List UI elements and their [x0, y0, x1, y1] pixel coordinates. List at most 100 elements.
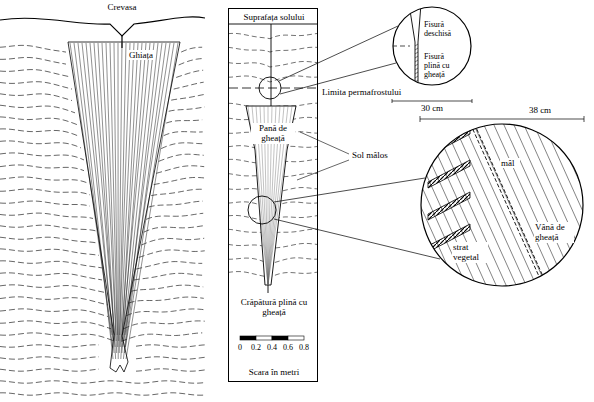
scale-bar-segment: [288, 336, 304, 340]
scale-number: 0.6: [283, 343, 293, 352]
vegetal-layer: [428, 160, 470, 188]
dimension-label: 38 cm: [529, 105, 551, 115]
ice-foliation-line: [98, 43, 116, 359]
silt-layer-line: [552, 120, 594, 290]
permafrost-limit: [392, 46, 410, 47]
ice-foliation-line: [122, 43, 150, 335]
scale-number: 0: [238, 343, 242, 352]
ice-fill-hatch: [415, 60, 418, 62]
scale-number: 0.2: [251, 343, 261, 352]
silt-layer-line: [532, 120, 594, 290]
ice-foliation-line: [114, 43, 118, 347]
soil-layer-line: [0, 321, 111, 329]
vegetal-layer: [428, 192, 470, 220]
soil-layer-line: [0, 333, 114, 341]
section-panel: Suprafața soluluiPană de gheațăCrăpătură…: [228, 8, 318, 382]
soil-layer-line: [0, 213, 93, 218]
crack-label: Crăpătură plină cu gheață: [231, 297, 317, 318]
soil-layer-line: [159, 154, 204, 161]
silt-layer-line: [412, 120, 489, 290]
ice-wedge-outline: [246, 106, 296, 285]
dimension-tick: [392, 99, 393, 103]
dimension-line: [420, 119, 584, 120]
circle-outline: [420, 123, 584, 287]
ice-fill-hatch: [415, 72, 418, 74]
silt-layer-line: [452, 120, 529, 290]
soil-layer-line: [136, 369, 205, 371]
soil-layer-line: [151, 189, 202, 195]
ice-foliation-line: [118, 43, 119, 359]
soil-layer-line: [0, 369, 99, 371]
soil-layer-line: [0, 381, 204, 383]
circle-border: [421, 124, 583, 286]
silt-layer-line: [372, 120, 449, 290]
ice-foliation-line: [125, 43, 170, 335]
soil-layer-line: [176, 70, 203, 77]
scale-bar-segment: [256, 336, 272, 340]
ice-fill-hatch: [415, 52, 418, 54]
vegetal-layer: [428, 128, 470, 156]
detail-marker: [259, 77, 281, 99]
circle-border: [393, 7, 471, 85]
soil-layer-line: [0, 225, 96, 231]
soil-layer-line: [0, 70, 69, 77]
ground-surface: [0, 17, 205, 36]
soil-layer-line: [154, 177, 205, 184]
soil-layer-line: [0, 153, 84, 160]
soil-layer-line: [0, 129, 78, 136]
ice-fill-hatch: [415, 64, 418, 66]
soil-layer-line: [141, 238, 204, 245]
silt-layer-line: [362, 120, 439, 290]
surface-label: Suprafața solului: [229, 12, 319, 22]
soil-layer-line: [0, 273, 102, 280]
scale-number: 0.4: [267, 343, 277, 352]
soil-layer-line: [229, 47, 317, 52]
ice-foliation-line: [124, 43, 166, 353]
soil-layer-line: [0, 165, 84, 171]
soil-layer-line: [0, 261, 102, 268]
scale-title: Scara în metri: [229, 367, 319, 377]
silt-layer-line: [422, 120, 499, 290]
crevasse-label: Crevasa: [108, 2, 137, 12]
ice-fill-hatch: [415, 48, 418, 50]
soil-layer-line: [0, 141, 81, 148]
soil-layer-line: [171, 94, 204, 100]
soil-label: Sol mâlos: [352, 150, 388, 160]
soil-layer-line: [229, 61, 317, 67]
vein-detail: [362, 118, 594, 292]
soil-layer-line: [229, 272, 317, 278]
soil-layer-line: [0, 345, 99, 347]
ice-vein-line: [468, 118, 546, 292]
crevasse-line: [121, 36, 122, 48]
dimension-tick: [472, 99, 473, 103]
soil-layer-line: [0, 237, 96, 243]
silt-layer-line: [502, 120, 579, 290]
soil-layer-line: [124, 321, 205, 329]
detail-circle: mâlVână de gheațăstrat vegetal: [420, 123, 584, 287]
soil-layer-line: [229, 33, 317, 38]
vein-label: Vână de gheață: [534, 222, 574, 243]
fissure-edge: [409, 4, 415, 42]
leader-line: [300, 132, 349, 154]
soil-layer-line: [0, 285, 105, 293]
soil-layer-line: [0, 393, 204, 395]
silt-layer-line: [542, 120, 594, 290]
soil-layer-line: [161, 143, 203, 149]
soil-layer-line: [139, 250, 205, 258]
detail-circle: Fisură deschisăFisură plină cu gheață: [392, 6, 472, 86]
leader-line: [274, 178, 425, 202]
ice-fill-hatch: [415, 76, 418, 78]
ice-fill-hatch: [415, 56, 418, 58]
soil-layer-line: [0, 309, 108, 317]
soil-layer-line: [166, 120, 202, 123]
ice-vein-line: [472, 118, 550, 292]
ice-foliation-line: [106, 43, 117, 353]
soil-layer-line: [129, 297, 204, 303]
leader-line: [274, 219, 440, 259]
soil-layer-line: [0, 177, 87, 183]
ice-wedge-drawing: [0, 17, 205, 395]
fissure-label: Fisură deschisă: [424, 20, 462, 38]
